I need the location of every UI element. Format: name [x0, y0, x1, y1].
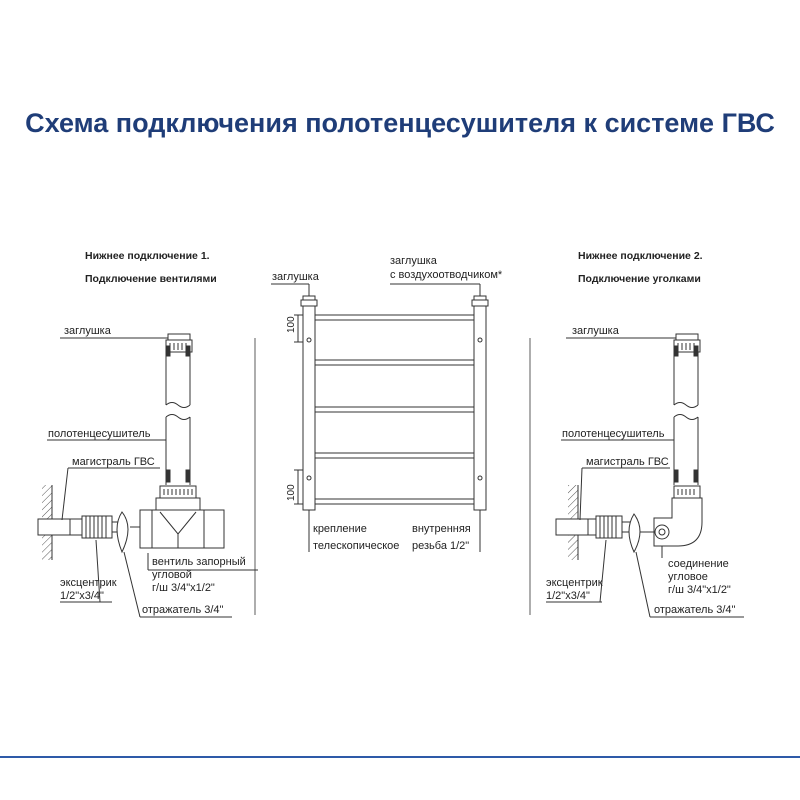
left-reflector-label: отражатель 3/4"	[142, 604, 224, 616]
right-reflector-label: отражатель 3/4"	[654, 604, 736, 616]
left-plug-label: заглушка	[64, 325, 112, 337]
main-pipe	[37, 518, 71, 536]
center-air-plug-label-1: заглушка	[390, 255, 438, 267]
right-eccentric-label-2: 1/2"х3/4"	[546, 590, 590, 602]
right-eccentric-icon	[587, 515, 630, 539]
rungs	[314, 314, 475, 505]
center-plug-label: заглушка	[272, 271, 320, 283]
right-header-2: Подключение уголками	[578, 273, 701, 285]
left-valve-label-1: вентиль запорный	[152, 556, 246, 568]
right-plug-label: заглушка	[572, 325, 620, 337]
left-diagram	[37, 333, 258, 618]
dim-bottom-label: 100	[286, 484, 297, 501]
center-diagram	[271, 283, 489, 552]
thread-label-1: внутренняя	[412, 523, 471, 535]
angle-elbow-icon	[653, 485, 703, 547]
right-elbow-label-2: угловое	[668, 571, 708, 583]
thread-label-2: резьба 1/2"	[412, 540, 469, 552]
right-header-1: Нижнее подключение 2.	[578, 250, 703, 262]
center-air-plug-label-2: с воздухоотводчиком*	[390, 269, 503, 281]
right-diagram	[529, 333, 744, 618]
left-dryer-label: полотенцесушитель	[48, 428, 151, 440]
left-valve-label-2: угловой	[152, 569, 192, 581]
right-eccentric-label-1: эксцентрик	[546, 577, 603, 589]
right-dryer-pipe	[673, 345, 699, 485]
page-title: Схема подключения полотенцесушителя к си…	[25, 108, 775, 138]
right-elbow-label-1: соединение	[668, 558, 729, 570]
right-elbow-label-3: г/ш 3/4"х1/2"	[668, 584, 731, 596]
left-eccentric-label-1: эксцентрик	[60, 577, 117, 589]
eccentric-icon	[69, 515, 122, 539]
right-reflector-icon	[628, 513, 641, 554]
left-main-label: магистраль ГВС	[72, 456, 155, 468]
mount-label-1: крепление	[313, 523, 367, 535]
center-plug-icon	[300, 295, 318, 307]
right-dryer-label: полотенцесушитель	[562, 428, 665, 440]
left-eccentric-label-2: 1/2"х3/4"	[60, 590, 104, 602]
left-valve-label-3: г/ш 3/4"х1/2"	[152, 582, 215, 594]
left-header-2: Подключение вентилями	[85, 273, 217, 285]
mount-label-2: телескопическое	[313, 540, 399, 552]
footer-divider	[0, 756, 800, 758]
angle-valve-icon	[139, 485, 225, 549]
reflector-icon	[116, 511, 129, 554]
right-main-pipe	[555, 518, 589, 536]
air-vent-plug-icon	[471, 295, 489, 307]
left-riser	[302, 305, 316, 511]
dim-top-label: 100	[286, 316, 297, 333]
dryer-pipe	[165, 345, 191, 485]
left-header-1: Нижнее подключение 1.	[85, 250, 210, 262]
right-riser	[473, 305, 487, 511]
right-main-label: магистраль ГВС	[586, 456, 669, 468]
